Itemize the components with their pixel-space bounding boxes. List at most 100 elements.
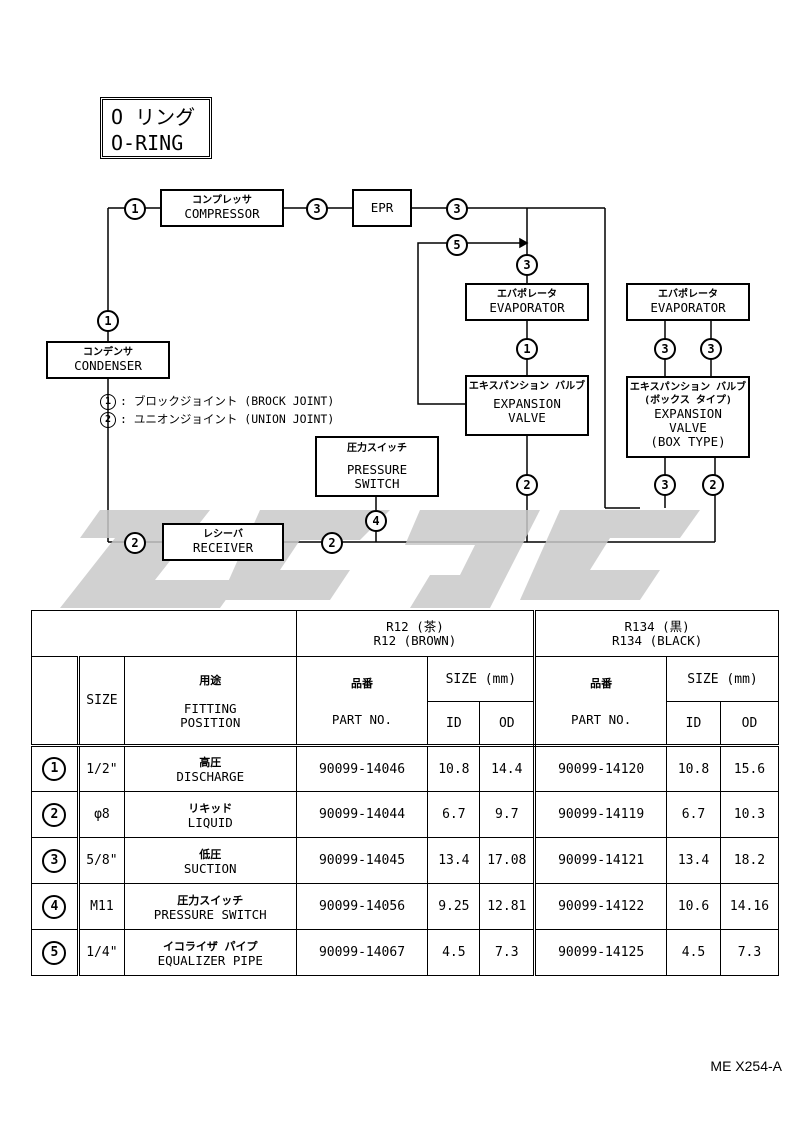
row-number: 4	[31, 883, 79, 930]
pressure-switch-box: 圧力スイッチ PRESSURE SWITCH	[315, 436, 439, 497]
row-fitting-jp: イコライザ パイプ	[162, 939, 258, 953]
row-r134-part: 90099-14120	[533, 745, 668, 792]
row-r12-id: 6.7	[427, 791, 481, 838]
epr-box: EPR	[352, 189, 412, 227]
marker-1-condenser: 1	[97, 310, 119, 332]
row-number-circle: 1	[42, 757, 67, 781]
row-r134-id: 10.8	[666, 745, 721, 792]
row-r134-od: 10.3	[719, 791, 780, 838]
receiver-box: レシーバ RECEIVER	[162, 523, 284, 561]
row-fitting-jp: 低圧	[199, 847, 222, 861]
row-r134-od: 18.2	[719, 837, 780, 884]
evaporator-box: エバポレータ EVAPORATOR	[465, 283, 589, 321]
watermark-logo	[60, 510, 700, 608]
row-number: 3	[31, 837, 79, 884]
row-size: φ8	[76, 791, 125, 838]
col-fitting-header: 用途 FITTING POSITION	[123, 656, 297, 747]
row-r134-part: 90099-14122	[533, 883, 668, 930]
row-fitting-jp: 高圧	[199, 756, 222, 769]
row-r12-od: 17.08	[479, 837, 536, 884]
row-r134-id: 13.4	[666, 837, 721, 884]
marker-2-box-out: 2	[702, 474, 724, 496]
row-number: 1	[31, 745, 79, 792]
condenser-box: コンデンサ CONDENSER	[46, 341, 170, 379]
row-size: 1/4"	[76, 929, 125, 976]
row-fitting-jp: 圧力スイッチ	[177, 893, 244, 907]
row-r12-id: 4.5	[427, 929, 481, 976]
marker-4-pressure-switch: 4	[365, 510, 387, 532]
expansion-valve-box-type: エキスパンション バルブ (ボックス タイプ) EXPANSION VALVE …	[626, 376, 750, 458]
r134-header: R134 (黒) R134 (BLACK)	[533, 610, 779, 657]
col-od-r134: OD	[719, 701, 780, 747]
row-number-circle: 5	[42, 940, 67, 965]
row-r12-id: 13.4	[427, 837, 481, 884]
row-r12-part: 90099-14045	[295, 837, 429, 884]
row-r134-od: 15.6	[719, 745, 780, 792]
row-number-circle: 2	[42, 802, 67, 827]
col-part-r134-header: 品番 PART NO.	[533, 656, 668, 747]
row-r134-part: 90099-14121	[533, 837, 668, 884]
col-id-r12: ID	[427, 701, 481, 747]
row-size: 5/8"	[76, 837, 125, 884]
row-r134-id: 6.7	[666, 791, 721, 838]
row-number: 2	[31, 791, 79, 838]
legend-item-block-joint: 1: ブロックジョイント (BROCK JOINT)	[100, 392, 334, 410]
row-r12-od: 14.4	[479, 745, 536, 792]
marker-3-evap2-right: 3	[700, 338, 722, 360]
col-part-r12-header: 品番 PART NO.	[295, 656, 429, 747]
marker-2-receiver-out: 2	[321, 532, 343, 554]
title-box: O リング O-RING	[100, 97, 212, 159]
row-fitting-en: EQUALIZER PIPE	[157, 952, 263, 968]
col-size-header: SIZE	[76, 656, 125, 747]
marker-3-compressor-out: 3	[306, 198, 328, 220]
col-sizemm-r12-header: SIZE (mm)	[427, 656, 536, 702]
row-r12-od: 12.81	[479, 883, 536, 930]
row-r12-part: 90099-14067	[295, 929, 429, 976]
title-jp: O リング	[111, 105, 196, 129]
marker-3-box-out: 3	[654, 474, 676, 496]
marker-3-evap2-left: 3	[654, 338, 676, 360]
marker-1-evaporator-out: 1	[516, 338, 538, 360]
row-r12-part: 90099-14056	[295, 883, 429, 930]
row-number: 5	[31, 929, 79, 976]
evaporator2-box: エバポレータ EVAPORATOR	[626, 283, 750, 321]
col-od-r12: OD	[479, 701, 536, 747]
row-r12-part: 90099-14044	[295, 791, 429, 838]
row-number-circle: 4	[42, 894, 67, 919]
marker-3-evaporator-in: 3	[516, 254, 538, 276]
row-r12-od: 7.3	[479, 929, 536, 976]
col-id-r134: ID	[666, 701, 721, 747]
row-size: M11	[76, 883, 125, 930]
marker-5-equalizer: 5	[446, 234, 468, 256]
row-r12-part: 90099-14046	[295, 745, 429, 792]
marker-3-epr-out: 3	[446, 198, 468, 220]
row-fitting-en: SUCTION	[183, 860, 237, 876]
marker-1-compressor-in: 1	[124, 198, 146, 220]
marker-2-receiver-in: 2	[124, 532, 146, 554]
row-r134-part: 90099-14119	[533, 791, 668, 838]
row-r134-id: 10.6	[666, 883, 721, 930]
row-r12-id: 9.25	[427, 883, 481, 930]
row-r12-od: 9.7	[479, 791, 536, 838]
row-r12-id: 10.8	[427, 745, 481, 792]
row-fitting-en: LIQUID	[187, 814, 233, 830]
row-r134-od: 7.3	[719, 929, 780, 976]
row-r134-id: 4.5	[666, 929, 721, 976]
marker-2-valve-out: 2	[516, 474, 538, 496]
o-ring-spec-table: R12 (茶) R12 (BROWN) R134 (黒) R134 (BLACK…	[31, 610, 780, 976]
row-r134-part: 90099-14125	[533, 929, 668, 976]
document-code: ME X254-A	[710, 1058, 782, 1074]
expansion-valve-box: エキスパンション バルブ EXPANSION VALVE	[465, 375, 589, 436]
title-en: O-RING	[111, 131, 184, 155]
compressor-box: コンプレッサ COMPRESSOR	[160, 189, 284, 227]
